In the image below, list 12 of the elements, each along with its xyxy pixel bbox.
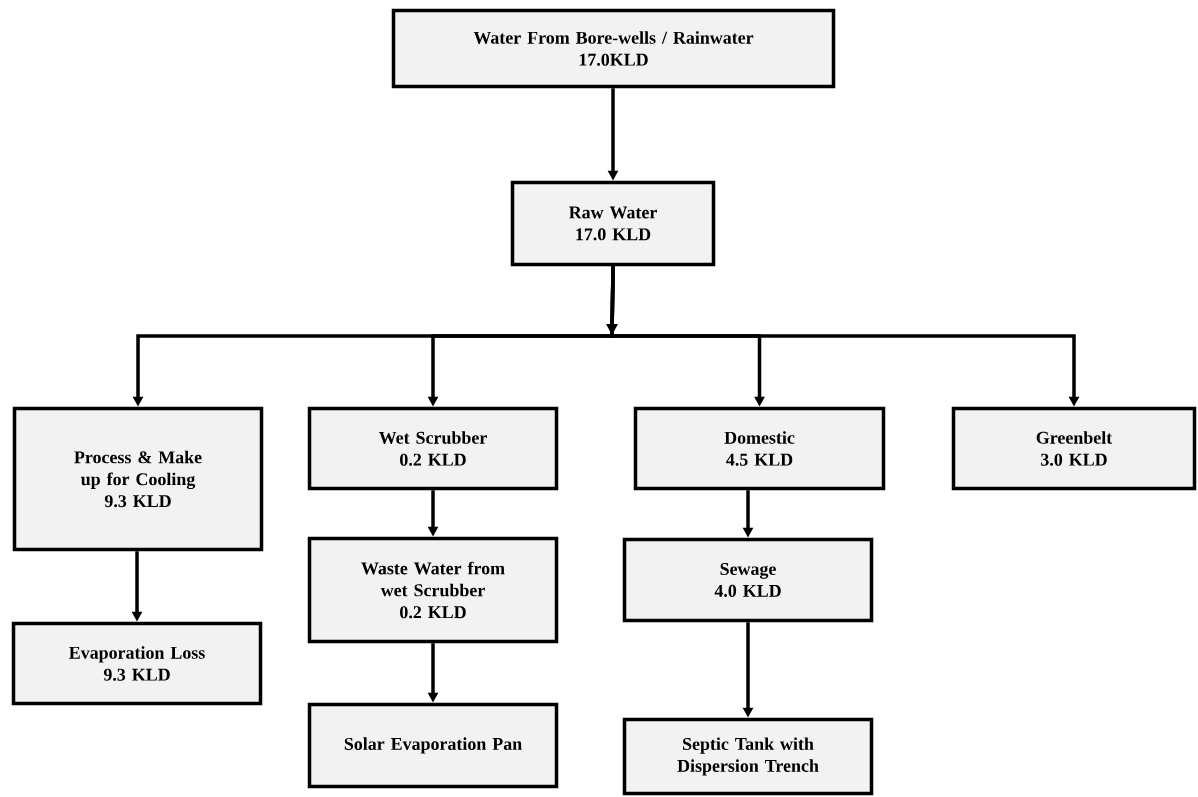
process-box: Domestic 4.5 KLD — [633, 406, 886, 491]
process-box: Process & Make up for Cooling 9.3 KLD — [12, 406, 264, 552]
process-box: Wet Scrubber 0.2 KLD — [307, 406, 559, 491]
arrow-head — [606, 324, 618, 335]
process-box: Water From Bore-wells / Rainwater 17.0KLD — [391, 8, 836, 89]
process-box: Sewage 4.0 KLD — [622, 537, 874, 623]
process-box: Greenbelt 3.0 KLD — [951, 406, 1197, 491]
process-box: Raw Water 17.0 KLD — [510, 180, 716, 267]
process-box: Solar Evaporation Pan — [307, 702, 559, 789]
process-box: Waste Water from wet Scrubber 0.2 KLD — [307, 536, 559, 644]
process-box: Septic Tank with Dispersion Trench — [622, 717, 874, 796]
process-box: Evaporation Loss 9.3 KLD — [11, 621, 263, 706]
